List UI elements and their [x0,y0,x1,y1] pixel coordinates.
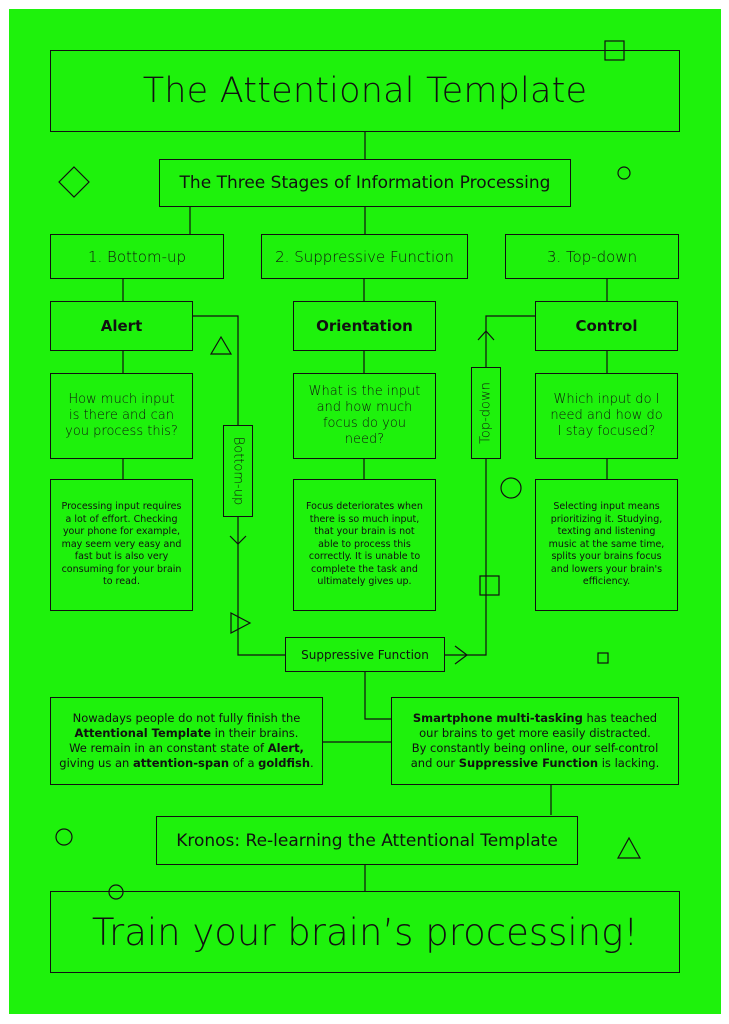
stage-top-down: 3. Top-down [505,234,679,279]
bottom-up-vertical-text: Bottom-up [230,436,246,506]
note-left: Nowadays people do not fully finish the … [50,697,323,785]
top-down-vertical-text: Top-down [478,382,494,444]
connector-lines [55,40,642,900]
question-alert: How much input is there and can you proc… [50,373,193,459]
header-orientation: Orientation [293,301,436,351]
poster: The Attentional Template The Three Stage… [9,9,721,1014]
description-alert: Processing input requires a lot of effor… [50,479,193,611]
page-title: The Attentional Template [50,50,680,132]
subtitle-box: The Three Stages of Information Processi… [159,159,571,207]
question-orientation: What is the input and how much focus do … [293,373,436,459]
header-control: Control [535,301,678,351]
train-box: Train your brain’s processing! [50,891,680,973]
stage-suppressive-function: 2. Suppressive Function [261,234,468,279]
description-orientation: Focus deteriorates when there is so much… [293,479,436,611]
description-control: Selecting input means prioritizing it. S… [535,479,678,611]
kronos-box: Kronos: Re-learning the Attentional Temp… [156,816,578,865]
suppressive-function-box: Suppressive Function [285,637,445,672]
header-alert: Alert [50,301,193,351]
top-down-vertical-label: Top-down [471,367,501,459]
stage-bottom-up: 1. Bottom-up [50,234,224,279]
bottom-up-vertical-label: Bottom-up [223,425,253,517]
question-control: Which input do I need and how do I stay … [535,373,678,459]
note-right: Smartphone multi-tasking has teached our… [391,697,679,785]
